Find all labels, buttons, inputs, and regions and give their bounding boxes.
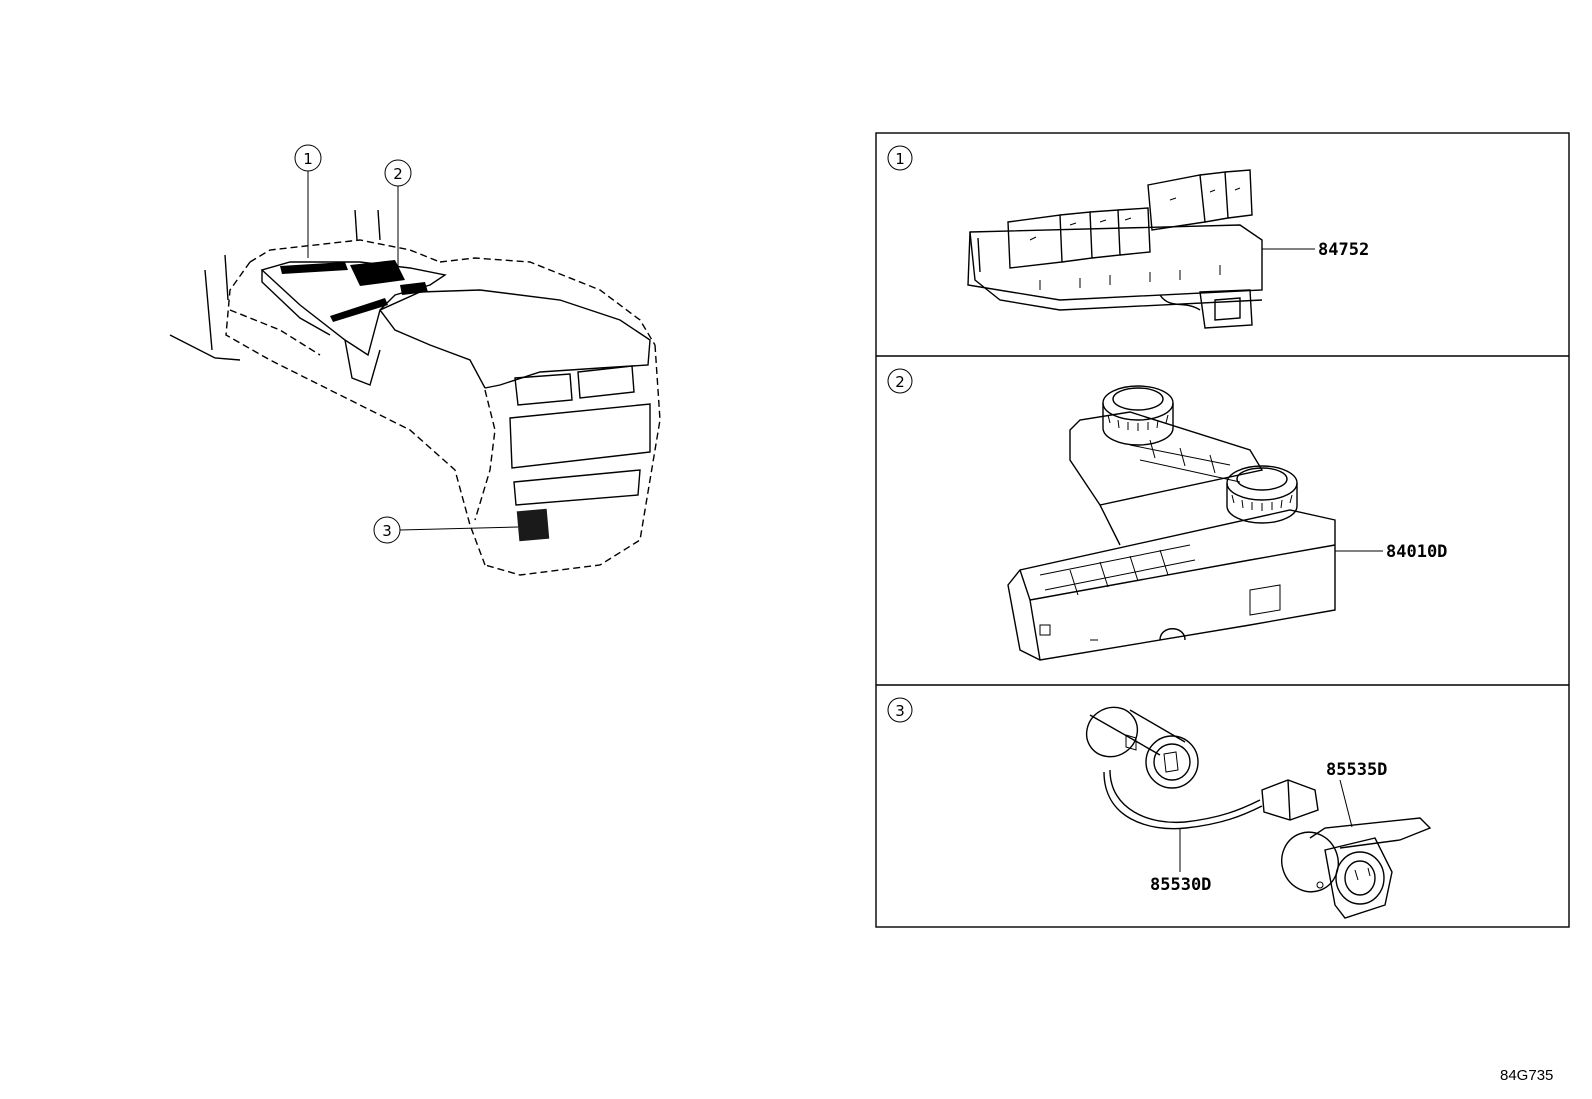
part-number-85535D: 85535D — [1326, 760, 1387, 780]
panel-2: 2 84010D — [887, 368, 1447, 661]
climate-control-panel-illustration — [1007, 385, 1336, 661]
svg-text:3: 3 — [382, 522, 392, 540]
panel-1: 1 84752 — [887, 145, 1369, 329]
power-outlet-cord-illustration — [1085, 706, 1432, 919]
parts-panel-frame — [875, 132, 1570, 928]
overview-callout-1: 1 — [294, 144, 322, 258]
svg-text:1: 1 — [303, 150, 313, 168]
svg-text:1: 1 — [895, 150, 905, 168]
svg-text:2: 2 — [895, 373, 905, 391]
part-number-84010D: 84010D — [1386, 542, 1447, 562]
panel-3: 3 85535D 85530D — [887, 697, 1432, 919]
svg-text:3: 3 — [895, 702, 905, 720]
part-number-84752: 84752 — [1318, 240, 1369, 260]
part-number-85530D: 85530D — [1150, 875, 1211, 895]
diagram-reference-code: 84G735 — [1500, 1067, 1553, 1084]
overview-callout-2: 2 — [384, 159, 412, 270]
svg-text:2: 2 — [393, 165, 403, 183]
switch-assembly-illustration — [967, 169, 1263, 329]
overview-callout-3: 3 — [373, 516, 519, 544]
console-overview-illustration — [169, 209, 661, 576]
